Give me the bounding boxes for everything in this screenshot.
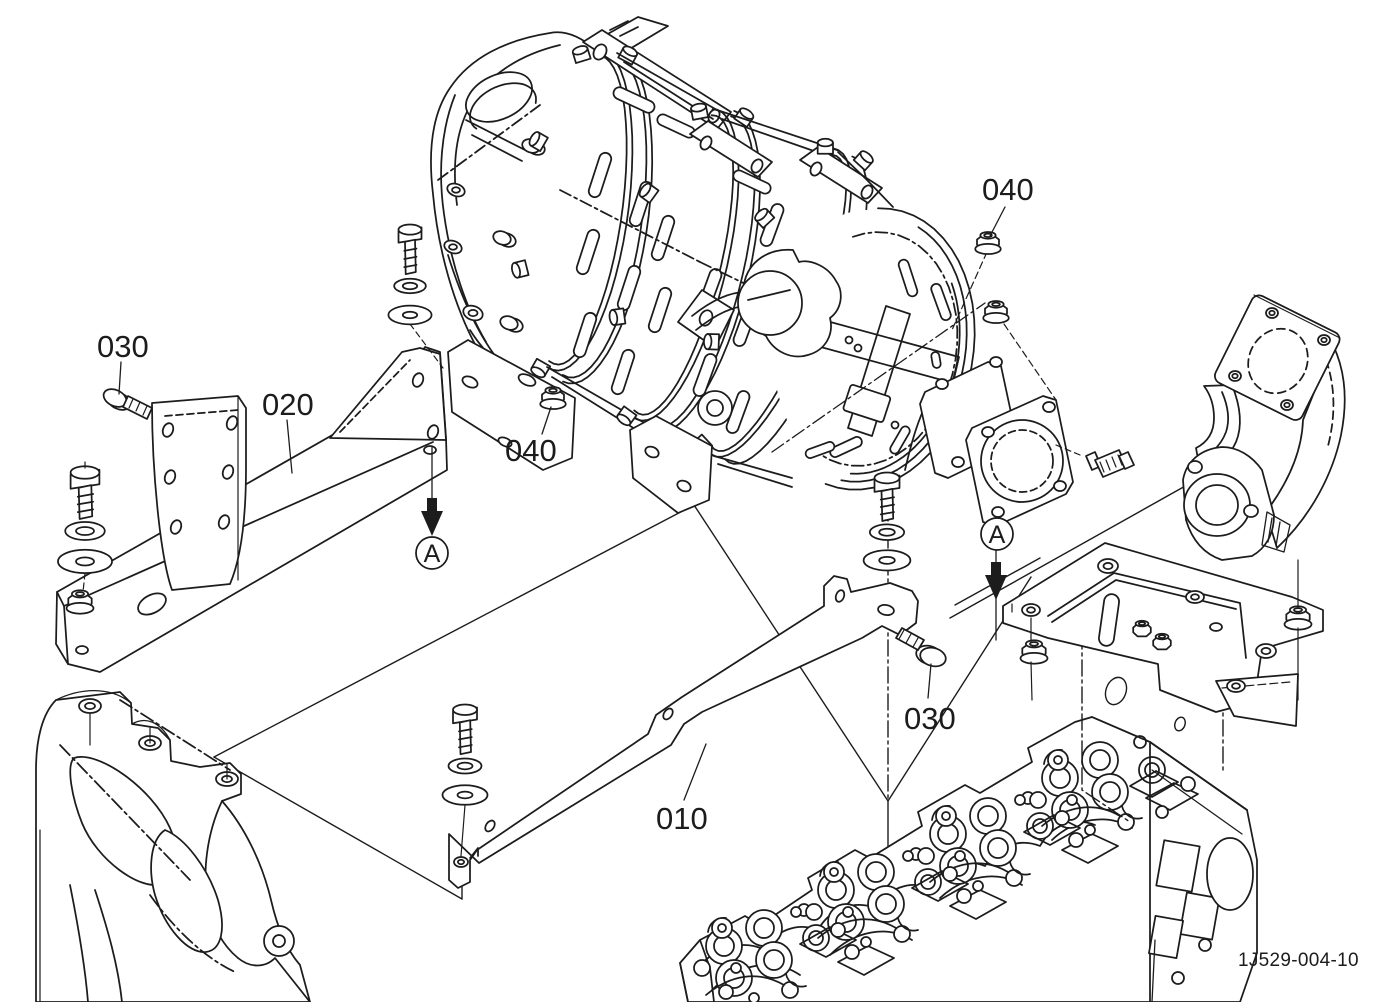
svg-text:020: 020 [262, 387, 314, 422]
svg-text:010: 010 [656, 801, 708, 836]
svg-text:A: A [424, 540, 441, 568]
svg-text:040: 040 [982, 172, 1034, 207]
svg-text:030: 030 [97, 329, 149, 364]
svg-text:040: 040 [505, 433, 557, 468]
svg-text:A: A [989, 521, 1006, 549]
svg-text:030: 030 [904, 701, 956, 736]
svg-text:1J529-004-10: 1J529-004-10 [1238, 950, 1359, 971]
